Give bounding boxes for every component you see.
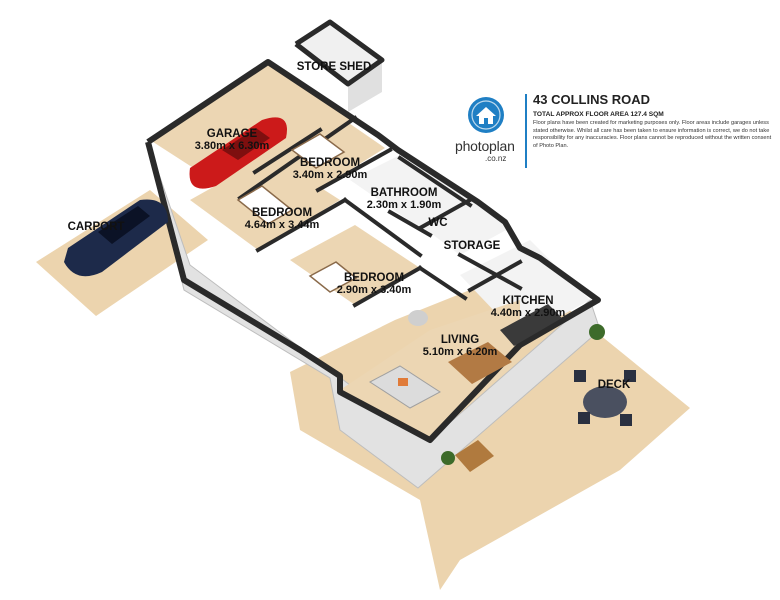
brand-name: photoplan (455, 138, 515, 154)
garden-bench (455, 440, 494, 472)
deck-label: DECK (598, 379, 631, 391)
property-address: 43 COLLINS ROAD (533, 92, 651, 107)
room-name: KITCHEN (502, 295, 553, 307)
room-name: LIVING (441, 334, 479, 346)
living-floor (340, 300, 520, 440)
yard-ground (290, 270, 690, 590)
store-shed-wall (348, 60, 382, 112)
room-label-storage: STORAGE (444, 240, 501, 252)
brand-divider (525, 94, 527, 168)
room-label-bedroom-1: BEDROOM 3.40m x 2.90m (293, 157, 368, 181)
room-label-bathroom: BATHROOM 2.30m x 1.90m (367, 187, 442, 211)
disclaimer-text: Floor plans have been created for market… (533, 120, 772, 149)
room-name: WC (428, 217, 447, 229)
room-name: STORE SHED (297, 61, 372, 73)
living-furniture (369, 310, 512, 409)
room-label-garage: GARAGE 3.80m x 6.30m (195, 128, 270, 152)
room-label-bedroom-3: BEDROOM 2.90m x 3.40m (337, 272, 412, 296)
brand-block: photoplan .co.nz 43 COLLINS ROAD TOTAL A… (455, 92, 775, 172)
interior-walls (237, 115, 523, 308)
property-info: 43 COLLINS ROAD TOTAL APPROX FLOOR AREA … (533, 92, 773, 150)
room-label-bedroom-2: BEDROOM 4.64m x 3.44m (245, 207, 320, 231)
carport-vehicle (64, 199, 168, 277)
room-label-store-shed: STORE SHED (297, 61, 372, 73)
room-name: STORAGE (444, 240, 501, 252)
room-dimensions: 4.64m x 3.44m (245, 219, 320, 231)
room-dimensions: 2.90m x 3.40m (337, 284, 412, 296)
plant-icon (441, 451, 455, 465)
room-name: BATHROOM (371, 187, 438, 199)
room-dimensions: 3.40m x 2.90m (293, 169, 368, 181)
room-name: BEDROOM (300, 157, 360, 169)
room-label-kitchen: KITCHEN 4.40m x 2.90m (491, 295, 566, 319)
room-label-wc: WC (428, 217, 447, 229)
room-name: BEDROOM (252, 207, 312, 219)
house-icon (468, 97, 504, 133)
total-floor-area: TOTAL APPROX FLOOR AREA 127.4 SQM (533, 111, 664, 118)
bedroom-furniture (236, 133, 358, 293)
brand-domain: .co.nz (485, 154, 507, 163)
room-dimensions: 2.30m x 1.90m (367, 199, 442, 211)
deck-table (574, 370, 636, 426)
room-dimensions: 3.80m x 6.30m (195, 140, 270, 152)
garage-car (189, 117, 287, 189)
room-name: GARAGE (207, 128, 258, 140)
room-dimensions: 5.10m x 6.20m (423, 346, 498, 358)
outer-wall (145, 59, 601, 443)
room-dimensions: 4.40m x 2.90m (491, 307, 566, 319)
room-name: BEDROOM (344, 272, 404, 284)
plant-icon (589, 324, 605, 340)
carport-label: CARPORT (68, 221, 125, 233)
room-label-living: LIVING 5.10m x 6.20m (423, 334, 498, 358)
kitchen-counter (500, 304, 562, 346)
store-shed-floor (296, 22, 382, 84)
store-shed-outline (294, 19, 385, 87)
